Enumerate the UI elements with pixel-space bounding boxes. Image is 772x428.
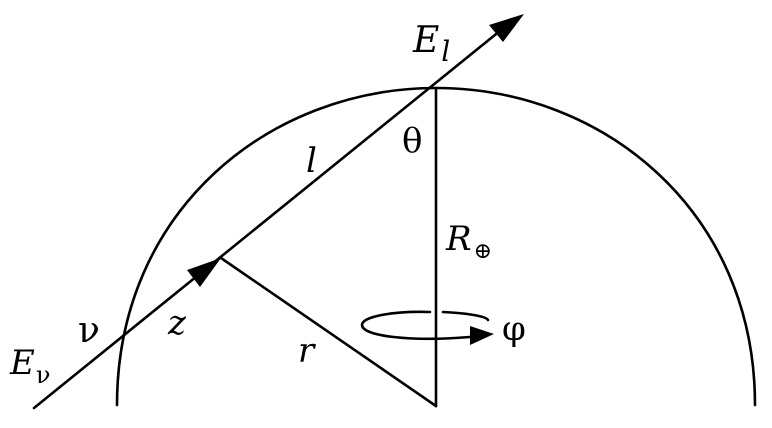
radius-r-label: r (298, 331, 316, 371)
trajectory-arrowhead (489, 14, 524, 42)
azimuth-rotation-arc-back (441, 310, 490, 322)
path-length-label: l (306, 141, 317, 181)
mid-trajectory-arrowhead (187, 258, 221, 287)
lepton-energy-label: El (412, 20, 450, 68)
zenith-angle-label: θ (402, 121, 422, 161)
radius-r-line (219, 256, 438, 408)
trajectory-line (32, 24, 508, 410)
neutrino-label: ν (78, 310, 100, 351)
azimuth-arrowhead (470, 326, 494, 345)
neutrino-energy-label: Eν (9, 343, 50, 389)
azimuth-rotation-arc (360, 310, 472, 341)
depth-z-label: z (167, 303, 187, 343)
earth-radius-label: R⊕ (445, 219, 492, 264)
azimuth-label: φ (502, 309, 526, 349)
